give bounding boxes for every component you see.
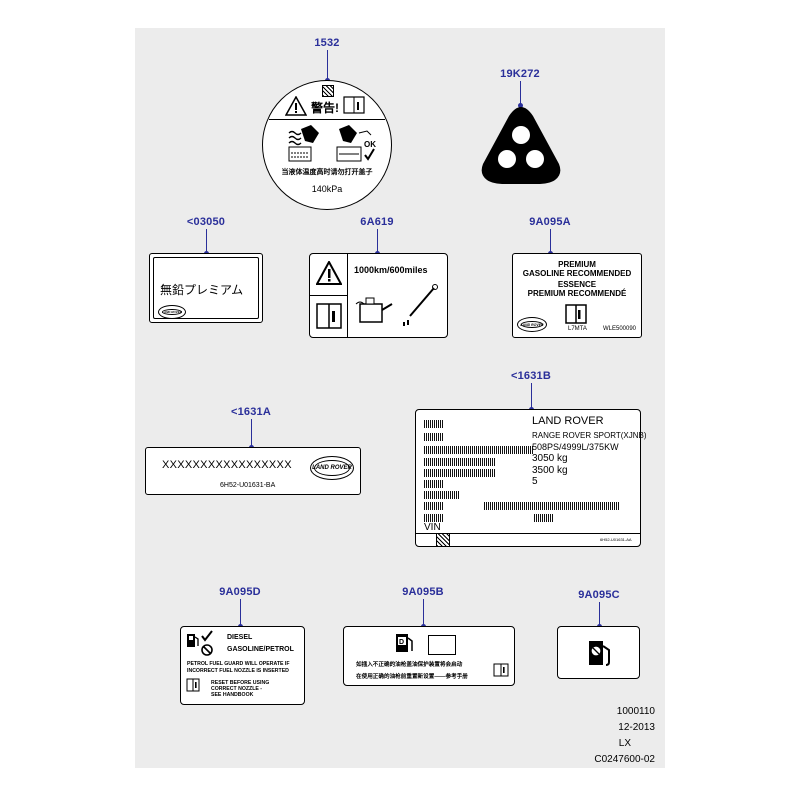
cool-coolant-hand-icon: [336, 125, 375, 162]
oil-can-icon: [355, 297, 393, 323]
checkmark-icon: [201, 630, 213, 642]
ref-label-9a095b[interactable]: 9A095B: [402, 586, 444, 598]
fuel-pump-icon: [187, 634, 199, 647]
label-code-2: WLE500090: [603, 326, 637, 332]
premium-recommende-text: PREMIUM RECOMMENDÉ: [527, 289, 627, 298]
leader-line: [240, 599, 241, 626]
ref-label-6a619[interactable]: 6A619: [360, 216, 394, 228]
make-text: LAND ROVER: [532, 415, 604, 427]
chinese-line-2: 在使用正确的油枪前重置新设置——参考手册: [356, 674, 468, 680]
warning-triangle-icon: [285, 96, 307, 116]
land-rover-logo: LAND ROVER: [310, 456, 354, 480]
svg-text:D: D: [399, 639, 404, 646]
coolant-warning-chinese: 当液体温度高时请勿打开盖子: [281, 169, 373, 176]
ref-label-9a095c[interactable]: 9A095C: [578, 589, 620, 601]
ref-label-9a095d[interactable]: 9A095D: [219, 586, 261, 598]
service-interval-text: 1000km/600miles: [354, 265, 428, 275]
three-dot-triangle-label: [481, 107, 561, 184]
footer-line-4: C0247600-02: [594, 754, 655, 765]
model-text: RANGE ROVER SPORT(XJNB): [532, 431, 647, 440]
gasoline-petrol-text: GASOLINE/PETROL: [227, 646, 294, 653]
vehicle-data-plate: LAND ROVER RANGE ROVER SPORT(XJNB) 508PS…: [415, 409, 647, 547]
diesel-text: DIESEL: [227, 634, 253, 641]
footer-line-3: LX: [618, 738, 631, 749]
hot-coolant-hand-icon: [288, 125, 319, 162]
premium-unleaded-text: 無鉛プレミアム: [160, 283, 244, 297]
land-rover-logo: LAND ROVER: [517, 317, 547, 332]
diesel-pump-icon: D: [396, 634, 413, 652]
ref-label-1631a[interactable]: <1631A: [230, 406, 272, 418]
hatched-square-icon: [322, 85, 334, 97]
essence-text: ESSENCE: [557, 280, 597, 289]
pressure-rating: 140kPa: [311, 184, 343, 194]
ref-label-03050[interactable]: <03050: [186, 216, 226, 228]
divider: [269, 119, 385, 120]
leader-line: [206, 229, 207, 253]
hatched-square-icon: [436, 534, 450, 546]
chinese-fuel-guard-label: D 如插入不正确的油枪盖油保护装置将会启动 在使用正确的油枪前重置新设置——参考…: [343, 626, 515, 686]
fuel-pump-prohibited-icon: [589, 641, 610, 666]
reset-line-2: CORRECT NOZZLE -: [211, 686, 263, 692]
vin-placeholder: XXXXXXXXXXXXXXXXX: [162, 459, 292, 471]
leader-line: [520, 81, 521, 105]
handbook-icon: [565, 304, 587, 324]
ref-label-9a095a[interactable]: 9A095A: [529, 216, 571, 228]
leader-line: [531, 383, 532, 409]
leader-line: [599, 602, 600, 626]
vin-plate-label: XXXXXXXXXXXXXXXXX 6H52-U01631-BA LAND RO…: [145, 447, 361, 495]
leader-line: [550, 229, 551, 253]
leader-line: [251, 419, 252, 447]
vin-text: VIN: [424, 522, 441, 533]
plate-code: 6H52-U01631-AA: [600, 537, 632, 542]
handbook-icon: [493, 663, 509, 677]
handbook-icon: [316, 303, 342, 329]
label-code-1: L7MTA: [568, 326, 587, 332]
handbook-icon: [186, 678, 200, 692]
oil-service-label: 1000km/600miles: [309, 253, 448, 338]
ref-label-1532[interactable]: 1532: [314, 37, 340, 49]
premium-gasoline-label: PREMIUM GASOLINE RECOMMENDED ESSENCE PRE…: [512, 253, 642, 338]
premium-text: PREMIUM: [558, 260, 596, 269]
land-rover-logo: LAND ROVER: [158, 305, 186, 319]
ref-label-19k272[interactable]: 19K272: [500, 68, 540, 80]
dipstick-icon: [403, 284, 438, 326]
train-weight-text: 3500 kg: [532, 465, 568, 476]
diesel-fuel-guard-label: DIESEL GASOLINE/PETROL PETROL FUEL GUARD…: [180, 626, 305, 705]
chinese-line-1: 如插入不正确的油枪盖油保护装置将会启动: [356, 662, 463, 668]
leader-line: [327, 50, 328, 80]
part-number: 6H52-U01631-BA: [220, 482, 276, 489]
blank-indicator-box: [428, 635, 456, 655]
coolant-cap-label: 警告! OK 当液体温度高时请勿打开盖子 140kPa: [262, 80, 392, 210]
leader-line: [377, 229, 378, 253]
prohibited-icon: [201, 644, 213, 656]
fuel-symbol-label: [557, 626, 640, 679]
warning-text: 警告!: [311, 101, 339, 115]
warning-triangle-icon: [316, 261, 342, 285]
gasoline-recommended-text: GASOLINE RECOMMENDED: [522, 269, 632, 278]
leader-line: [423, 599, 424, 626]
handbook-icon: [343, 96, 365, 114]
reset-line-3: SEE HANDBOOK: [211, 692, 254, 698]
power-text: 508PS/4999L/375KW: [532, 442, 619, 452]
leader-dot: [518, 103, 523, 108]
reset-line-1: RESET BEFORE USING: [211, 680, 270, 686]
japanese-premium-label: 無鉛プレミアム LAND ROVER: [149, 253, 263, 323]
footer-line-1: 1000110: [616, 706, 655, 717]
fuel-guard-line-2: INCORRECT FUEL NOZZLE IS INSERTED: [187, 668, 289, 674]
gross-weight-text: 3050 kg: [532, 453, 568, 464]
ref-label-1631b[interactable]: <1631B: [510, 370, 552, 382]
ok-text: OK: [364, 140, 376, 149]
footer-line-2: 12-2013: [618, 722, 655, 733]
seats-text: 5: [532, 476, 538, 487]
fuel-guard-line-1: PETROL FUEL GUARD WILL OPERATE IF: [187, 661, 290, 667]
